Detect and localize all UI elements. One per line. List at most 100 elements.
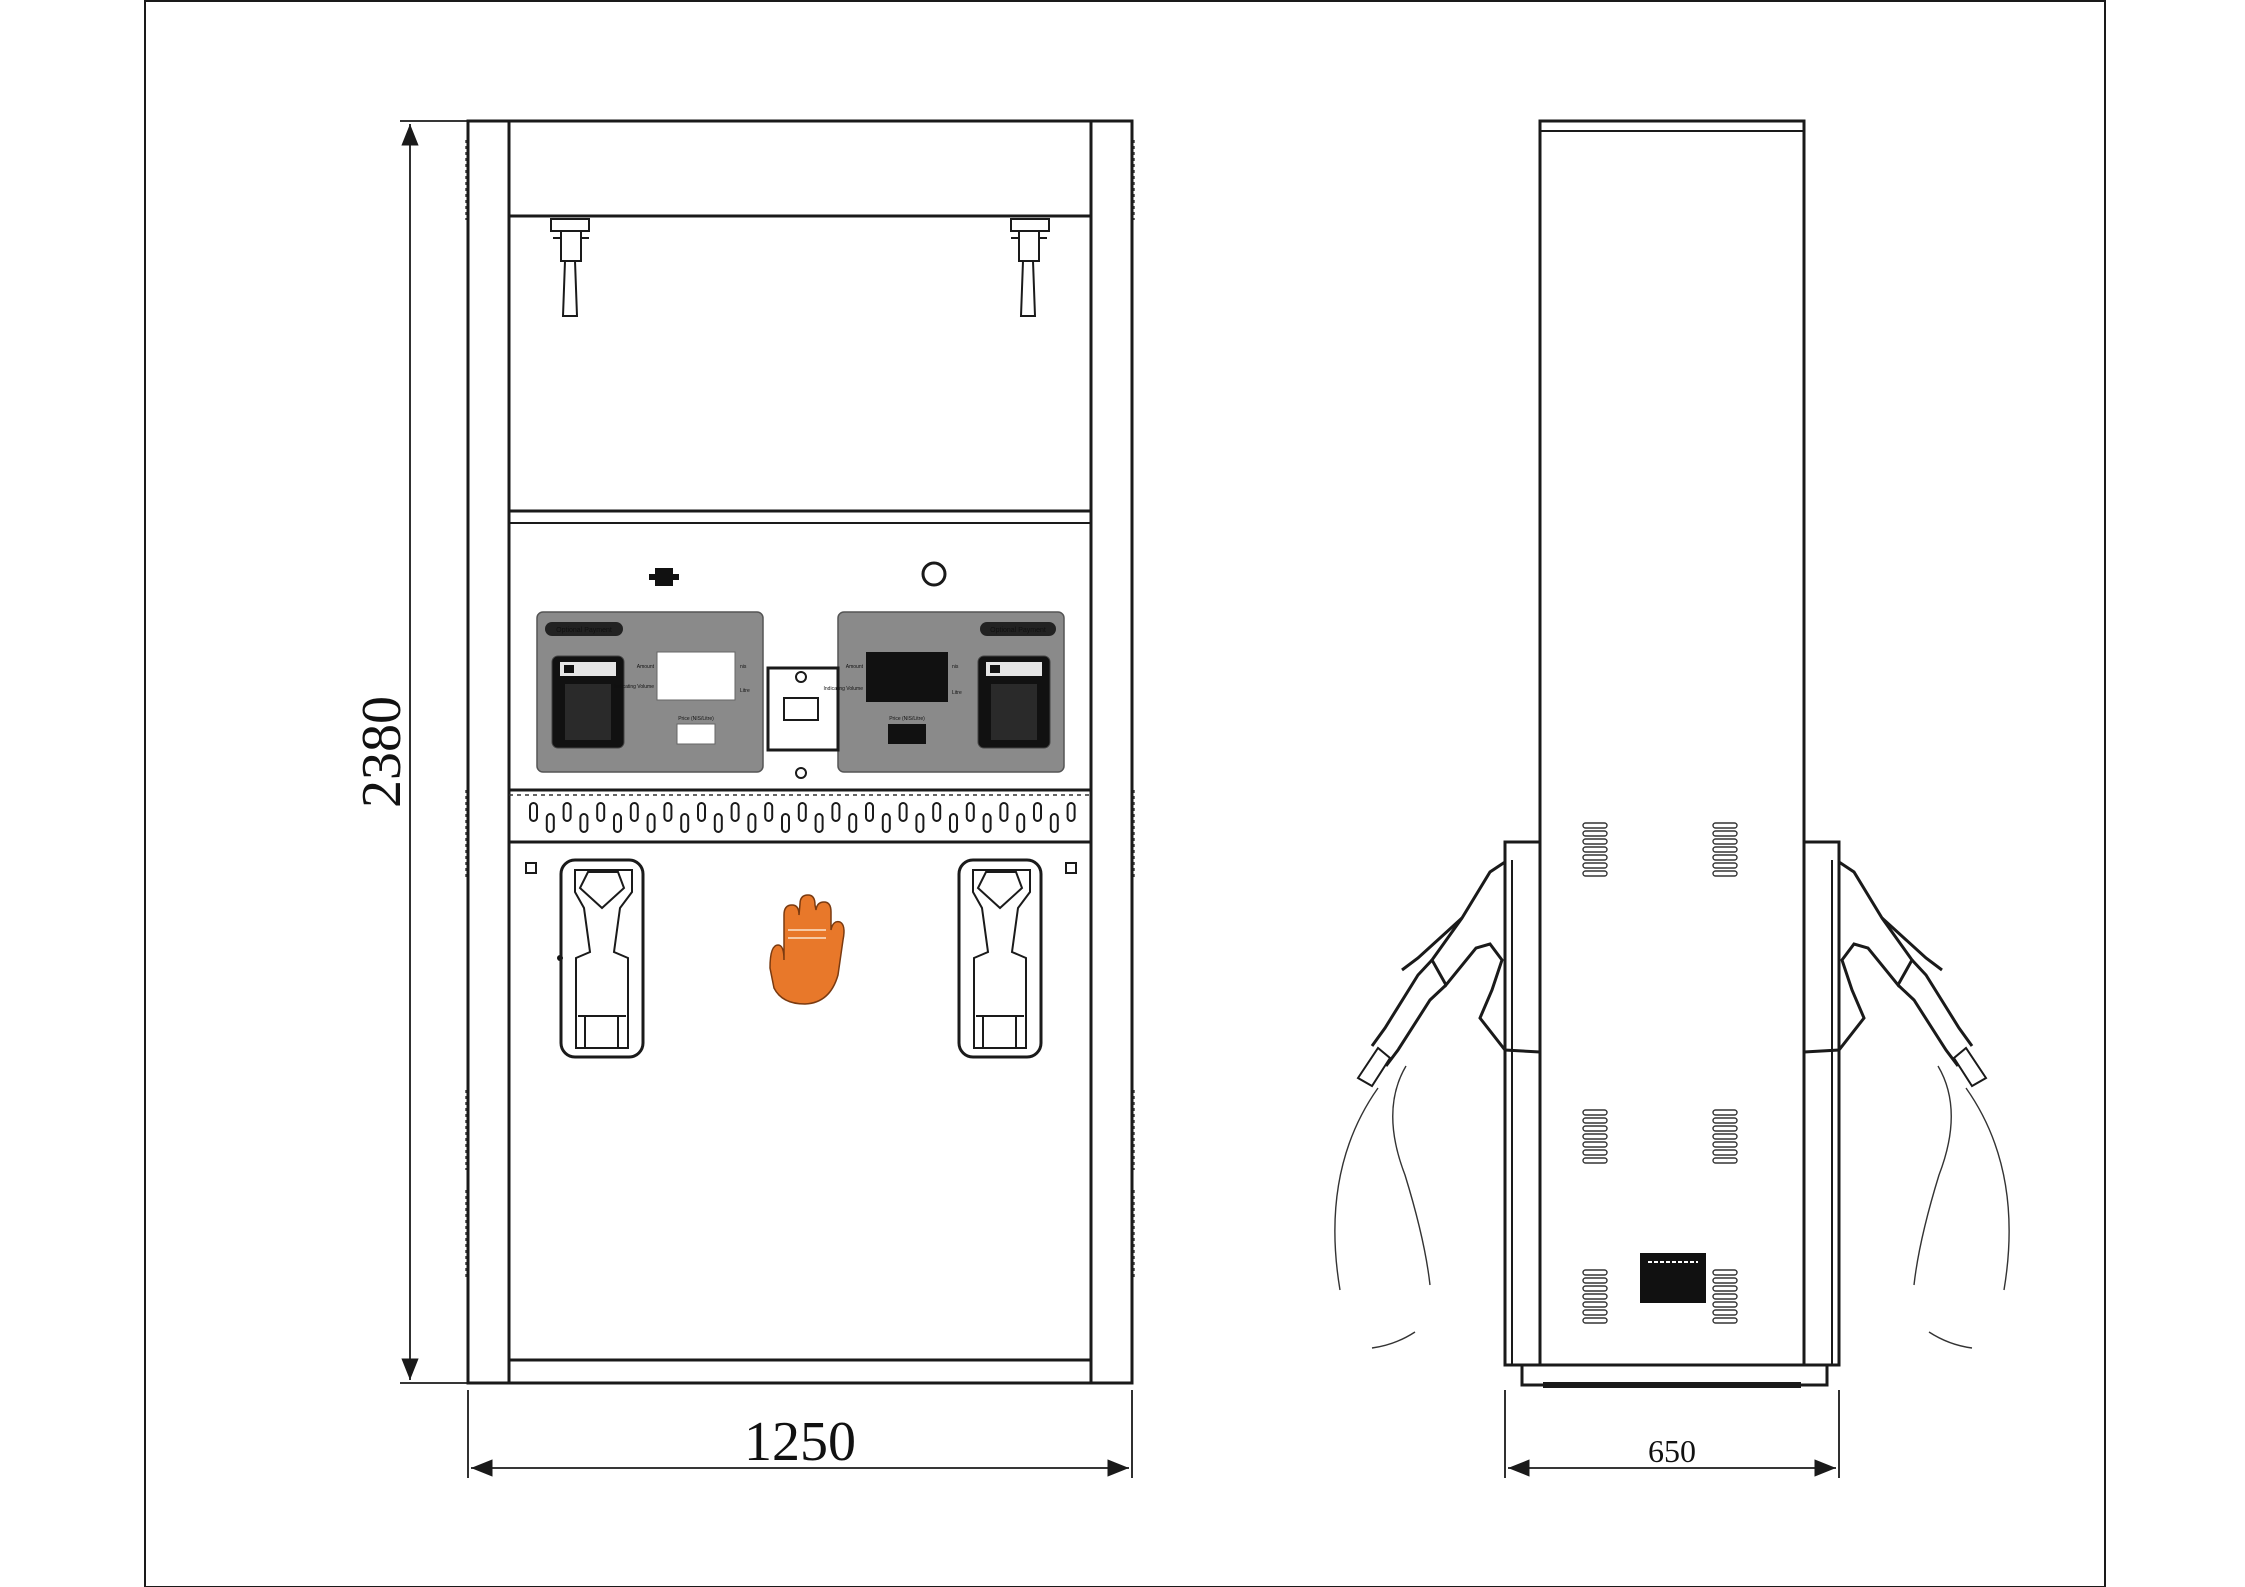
vent-louver [1582,1277,1608,1284]
vent-louver [1712,1293,1738,1300]
grille-slot [663,802,673,822]
grille-slot [730,802,740,822]
side-nozzle-right [1803,860,2010,1349]
vent-louver [1712,846,1738,853]
nozzle-holster-left [559,858,645,1059]
grille-slot [865,802,874,822]
grille-slot [562,802,572,822]
grille-slot [1033,802,1042,822]
grille-slot [814,813,824,833]
vent-louver [1712,838,1738,845]
vent-louver [1582,854,1608,861]
pillar-ribbing [465,140,1135,1280]
price-label-right: Price (NIS/Litre) [889,716,925,722]
panel-labels-right: Optional Payment Amount Indicating Volum… [824,627,1046,722]
vent-louver [1712,1277,1738,1284]
unit-volume-left: Litre [740,688,750,694]
front-view [465,119,1135,1385]
nozzle-holster-right [957,858,1043,1059]
side-vents [1582,822,1738,1324]
grille-slot [1066,802,1076,822]
display-panel-left [536,611,764,773]
side-black-plate [1640,1253,1706,1303]
grille-slot [713,813,723,833]
grille-slot [596,802,606,822]
grille [509,788,1091,844]
grille-slot [747,813,757,833]
grille-slot [915,813,925,833]
grille-slot [646,813,656,833]
grille-slot [949,813,958,833]
vent-louver [1582,1117,1608,1124]
vent-louver [1582,1125,1608,1132]
screen-right [866,652,948,702]
vent-louver [1712,1301,1738,1308]
vent-louver [1712,1149,1738,1156]
side-body [1538,119,1806,1367]
side-nozzle-left [1334,860,1541,1349]
grille-slot [1016,813,1026,833]
drawing-frame [144,0,2106,1587]
vent-louver [1712,854,1738,861]
grille-slot [881,813,891,833]
grille-slot [697,802,706,822]
vent-louver [1582,1293,1608,1300]
vent-louver [1712,1157,1738,1164]
grille-slot [831,802,841,822]
grille-slot [982,813,992,833]
vent-louver [1582,1157,1608,1164]
vent-louver [1582,862,1608,869]
grille-slot [629,802,639,822]
center-module [766,666,840,779]
vent-louver [1582,1309,1608,1316]
vent-louver [1712,1269,1738,1276]
grille-slot [848,813,858,833]
grille-slot [764,802,774,822]
front-outer-frame [466,119,1134,1385]
grille-slot [999,802,1009,822]
vent-louver [1712,1285,1738,1292]
screen-left [656,651,736,701]
vent-louver [1582,1149,1608,1156]
vent-louver [1712,1317,1738,1324]
volume-label-right: Indicating Volume [824,686,864,692]
key-switch-icon [649,568,679,586]
vent-louver [1582,870,1608,877]
vent-louver [1582,822,1608,829]
amount-label-left: Amount [637,664,655,670]
grille-slot [579,813,589,833]
grille-slot [613,813,622,833]
grille-slot [1049,813,1059,833]
grille-slot [797,802,807,822]
vent-louver [1582,846,1608,853]
dimension-lines [400,120,1840,1478]
round-button-icon [921,561,947,587]
vent-louver [1712,870,1738,877]
vent-louver [1582,1301,1608,1308]
front-width-dimension-label: 1250 [744,1411,856,1473]
volume-label-left: Indicating Volume [615,684,655,690]
price-label-left: Price (NIS/Litre) [678,716,714,722]
vent-louver [1712,1117,1738,1124]
grille-slot [529,802,538,822]
vent-louver [1582,838,1608,845]
vent-louver [1582,1141,1608,1148]
unit-currency-right: nis [952,664,959,670]
vent-louver [1582,1109,1608,1116]
optional-payment-badge-right: Optional Payment [990,627,1046,634]
unit-currency-left: nis [740,664,747,670]
vent-louver [1712,1109,1738,1116]
vent-louver [1712,1309,1738,1316]
unit-volume-right: Litre [952,690,962,696]
vent-louver [1712,862,1738,869]
vent-louver [1712,1125,1738,1132]
hand-icon [769,894,845,1005]
vent-louver [1582,1285,1608,1292]
side-width-dimension-label: 650 [1648,1433,1696,1469]
height-dimension-label: 2380 [351,696,413,808]
top-nozzle-right [1010,218,1050,317]
grille-slot [680,813,690,833]
vent-louver [1712,1141,1738,1148]
price-screen-right [888,724,926,744]
panel-labels-left: Optional Payment Amount Indicating Volum… [556,627,750,722]
